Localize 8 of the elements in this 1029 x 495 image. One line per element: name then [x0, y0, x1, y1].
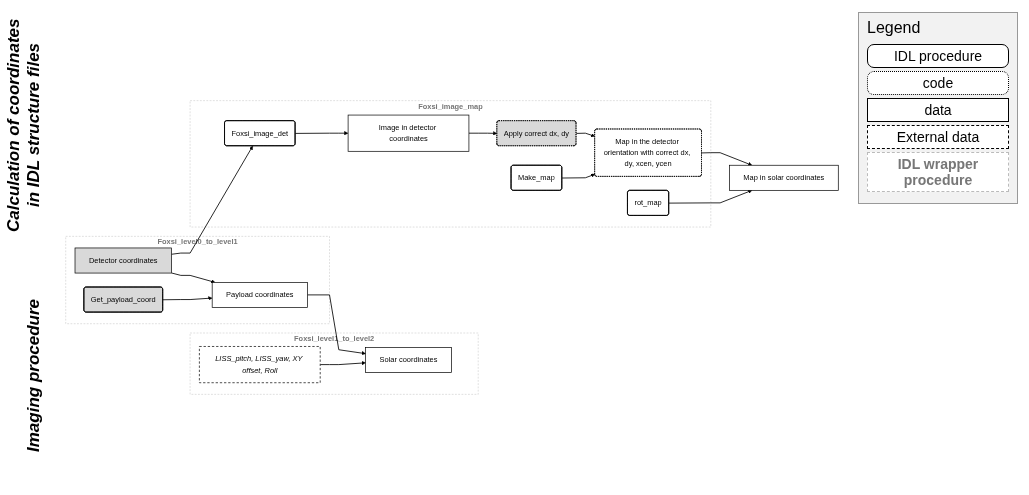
section-label: Imaging procedure	[24, 297, 44, 454]
legend-sample: code	[867, 71, 1009, 95]
legend-sample: IDL procedure	[867, 44, 1009, 68]
legend-sample: IDL wrapper procedure	[867, 152, 1009, 192]
legend-title: Legend	[867, 19, 921, 37]
legend-sample: data	[867, 98, 1009, 122]
legend-sample: External data	[867, 125, 1009, 149]
section-label: Calculation of coordinates in IDL structure files	[4, 17, 44, 234]
